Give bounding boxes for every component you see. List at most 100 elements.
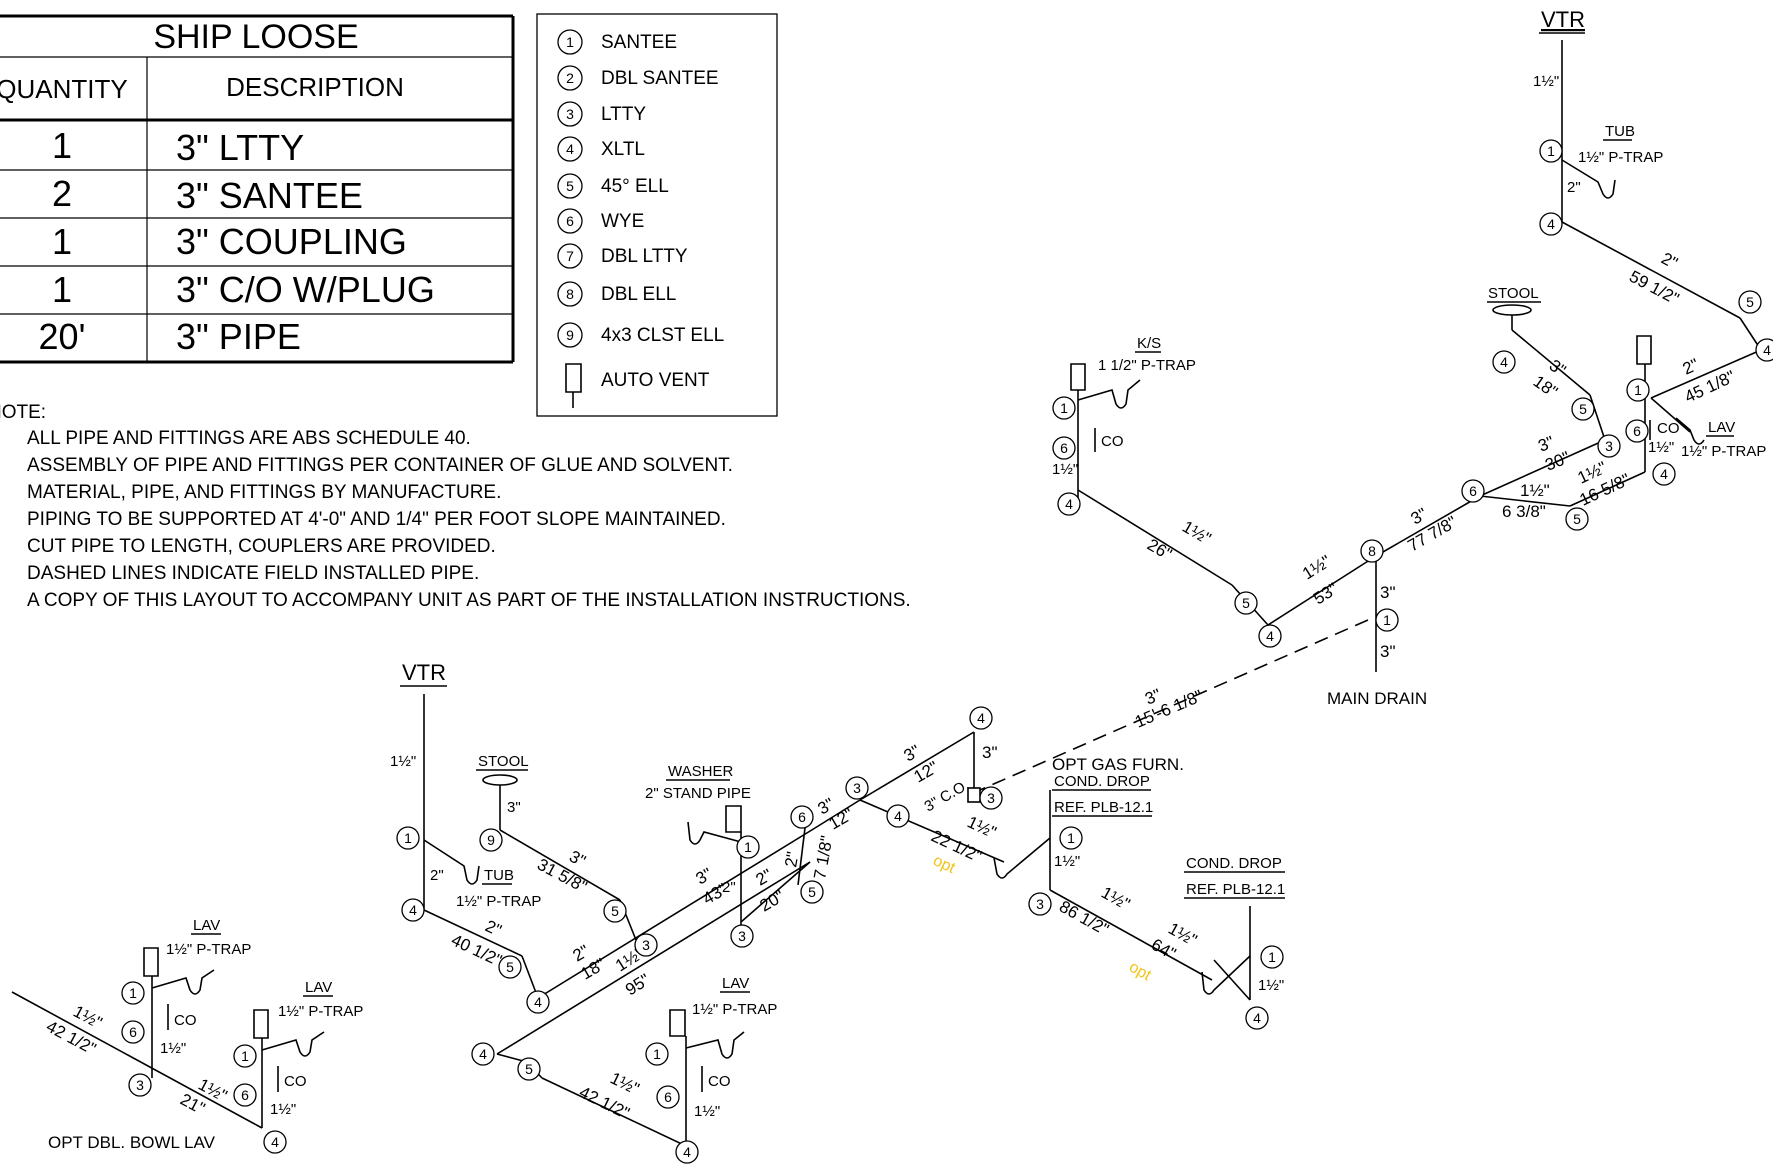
fitting-callout-number: 3 xyxy=(1036,896,1044,912)
dim-label: 2" xyxy=(1658,249,1681,273)
ptrap-label: 1½" P-TRAP xyxy=(692,1001,777,1018)
dim-label: 3" xyxy=(1408,504,1431,528)
table-cell-desc: 3" SANTEE xyxy=(176,175,363,216)
legend-fitting-number-icon xyxy=(557,173,583,199)
fitting-callout-icon xyxy=(656,1085,680,1109)
fitting-callout-number: 3 xyxy=(136,1077,144,1093)
dim-label: 6 3/8" xyxy=(1502,502,1546,521)
fitting-bubbles: 1454451364658145164433465153349145131445… xyxy=(121,139,1773,1164)
ref-label: REF. PLB-12.1 xyxy=(1186,881,1285,898)
fitting-callout-icon xyxy=(645,1042,669,1066)
table-cell-qty: 1 xyxy=(52,269,72,310)
col-header-description: DESCRIPTION xyxy=(226,72,404,102)
fitting-callout-number: 6 xyxy=(1469,483,1477,499)
dim-label: 1½" xyxy=(1052,461,1078,478)
co-label: 3" C.O. xyxy=(922,776,973,815)
notes-heading: NOTE: xyxy=(0,402,46,423)
fitting-callout-icon xyxy=(969,706,993,730)
stool-label: STOOL xyxy=(1488,285,1539,302)
fitting-callout-number: 4 xyxy=(534,994,542,1010)
dim-label: 1½" xyxy=(1098,883,1133,914)
ptrap-label: 1½" P-TRAP xyxy=(166,941,251,958)
fitting-callout-icon xyxy=(526,990,550,1014)
fitting-callout-number: 5 xyxy=(1746,294,1754,310)
fitting-callout-icon xyxy=(517,1057,541,1081)
table-cell-qty: 1 xyxy=(52,125,72,166)
dim-label: 1½" xyxy=(1648,439,1674,456)
ref-label: REF. PLB-12.1 xyxy=(1054,799,1153,816)
fitting-callout-icon xyxy=(886,804,910,828)
main-drain-label: MAIN DRAIN xyxy=(1327,689,1427,708)
fitting-callout-icon xyxy=(1234,591,1258,615)
fitting-callout-icon xyxy=(1052,436,1076,460)
fitting-callout-number: 5 xyxy=(1242,595,1250,611)
legend-fitting-number: 6 xyxy=(566,213,574,229)
fitting-callout-number: 1 xyxy=(653,1046,661,1062)
dim-label: 1½" xyxy=(1258,977,1284,994)
ptrap-label: 1½" P-TRAP xyxy=(456,893,541,910)
ship-loose-table: SHIP LOOSE QUANTITY DESCRIPTION 1 3" LTT… xyxy=(0,14,515,364)
legend-fitting-number: 1 xyxy=(566,34,574,50)
note-item: ASSEMBLY OF PIPE AND FITTINGS PER CONTAI… xyxy=(27,455,733,476)
legend-fitting-label: LTTY xyxy=(601,104,646,125)
notes: NOTE: ALL PIPE AND FITTINGS ARE ABS SCHE… xyxy=(0,402,911,611)
table-cell-desc: 3" COUPLING xyxy=(176,221,407,262)
legend-fitting-number-icon xyxy=(557,136,583,162)
fitting-callout-icon xyxy=(233,1044,257,1068)
legend-fitting-number-icon xyxy=(557,281,583,307)
fitting-callout-icon xyxy=(845,776,869,800)
fitting-callout-number: 1 xyxy=(1067,830,1075,846)
fitting-callout-icon xyxy=(1375,608,1399,632)
note-item: ALL PIPE AND FITTINGS ARE ABS SCHEDULE 4… xyxy=(27,428,471,449)
legend-fitting-number: 2 xyxy=(566,70,574,86)
legend-fitting-number: 8 xyxy=(566,286,574,302)
dim-label: 1½" xyxy=(270,1101,296,1118)
ks-label: K/S xyxy=(1137,335,1161,352)
fitting-callout-icon xyxy=(634,933,658,957)
legend-fitting-number: 7 xyxy=(566,248,574,264)
legend-fitting-label: DBL ELL xyxy=(601,284,676,305)
fitting-callout-number: 4 xyxy=(683,1144,691,1160)
fitting-callout-icon xyxy=(1755,338,1773,362)
fitting-callout-icon xyxy=(1245,1006,1269,1030)
dim-label: 1½" xyxy=(1179,517,1214,548)
dim-label: 3" xyxy=(1142,685,1164,709)
fitting-callout-number: 3 xyxy=(853,780,861,796)
fitting-callout-icon xyxy=(498,955,522,979)
co-label: CO xyxy=(1657,420,1680,437)
fitting-callout-icon xyxy=(1597,434,1621,458)
opt-label: opt xyxy=(1126,959,1154,985)
lav-label: LAV xyxy=(1708,419,1735,436)
fitting-callout-number: 6 xyxy=(798,809,806,825)
dim-label: 26" xyxy=(1144,535,1175,564)
dim-label: 3" xyxy=(566,847,589,871)
note-item: DASHED LINES INDICATE FIELD INSTALLED PI… xyxy=(27,563,479,584)
ptrap-label: 1 1/2" P-TRAP xyxy=(1098,357,1196,374)
fitting-callout-number: 9 xyxy=(487,832,495,848)
dim-label: 3" xyxy=(1380,642,1396,661)
fitting-callout-icon xyxy=(479,828,503,852)
ship-loose-title: SHIP LOOSE xyxy=(153,18,358,56)
dim-label: 59 1/2" xyxy=(1626,267,1682,309)
fitting-callout-icon xyxy=(1059,826,1083,850)
dim-label: 3" xyxy=(1546,356,1570,380)
fitting-callout-number: 6 xyxy=(241,1087,249,1103)
cond-drop-label: COND. DROP xyxy=(1186,855,1282,872)
fitting-callout-icon xyxy=(675,1140,699,1164)
fitting-callout-icon xyxy=(121,1020,145,1044)
table-cell-desc: 3" PIPE xyxy=(176,316,301,357)
co-label: CO xyxy=(708,1073,731,1090)
lower-left-assembly: 1½" 42 1/2" 1½" 21" OPT DBL. BOWL LAV LA… xyxy=(11,917,363,1152)
note-item: PIPING TO BE SUPPORTED AT 4'-0" AND 1/4"… xyxy=(27,509,726,530)
dim-label: 2" xyxy=(1680,355,1702,379)
fitting-callout-number: 3 xyxy=(987,790,995,806)
fitting-callout-number: 1 xyxy=(1383,612,1391,628)
fitting-callout-number: 1 xyxy=(1268,949,1276,965)
fitting-callout-icon xyxy=(1652,462,1676,486)
ptrap-label: 1½" P-TRAP xyxy=(1578,149,1663,166)
fitting-callout-icon xyxy=(1052,396,1076,420)
legend-fitting-number-icon xyxy=(557,101,583,127)
legend-fitting-number: 4 xyxy=(566,141,574,157)
table-cell-qty: 1 xyxy=(52,221,72,262)
